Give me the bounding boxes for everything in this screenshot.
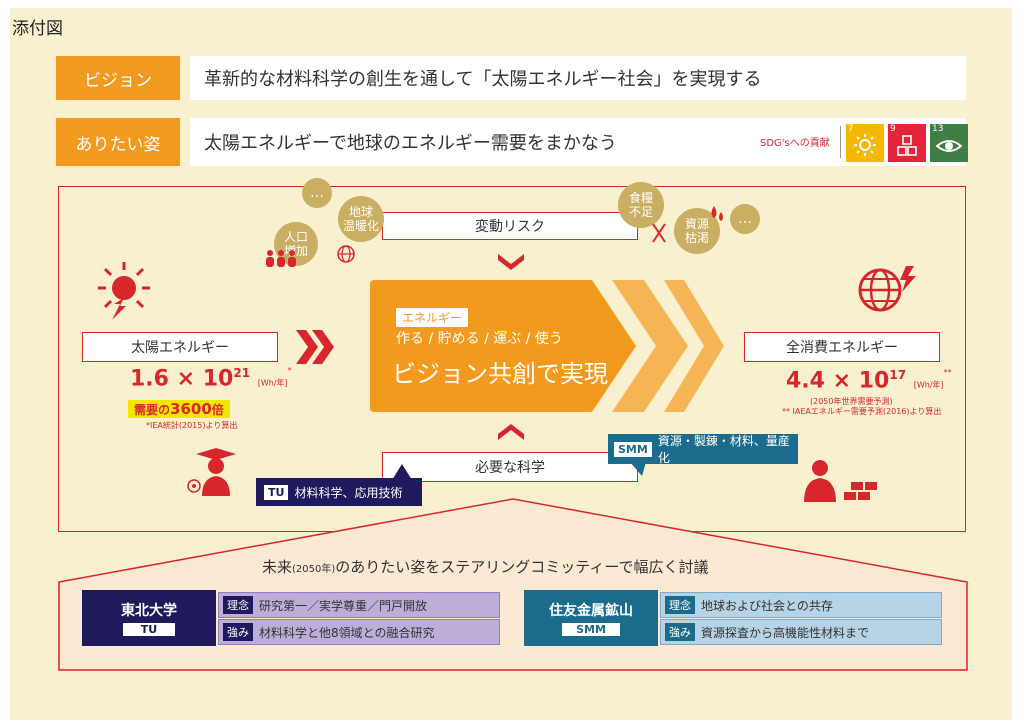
vision-label: ビジョン [56, 56, 180, 100]
bubble-dots-right: … [730, 204, 760, 234]
sdg-goal-9-number: 9 [890, 124, 896, 134]
ideal-text-box: 太陽エネルギーで地球のエネルギー需要をまかなう SDG'sへの貢献 7 9 13 [190, 118, 968, 166]
sumitomo-card: 住友金属鉱山 SMM [524, 590, 658, 646]
tohoku-strength-tag: 強み [223, 623, 253, 641]
ideal-label: ありたい姿 [56, 118, 180, 166]
sumitomo-philosophy-row: 理念 地球および社会との共存 [660, 592, 942, 618]
businessman-gold-icon [804, 460, 877, 502]
center-verbs: 作る / 貯める / 運ぶ / 使う [396, 331, 563, 347]
solar-sun-icon [98, 262, 150, 320]
utensils-icon [652, 223, 666, 243]
sdg-goal-13-number: 13 [932, 124, 944, 134]
sumitomo-strength-text: 資源探査から高機能性材料まで [701, 625, 870, 640]
people-icon [266, 250, 296, 267]
consumption-label: 全消費エネルギー [744, 332, 940, 362]
solar-label: 太陽エネルギー [82, 332, 278, 362]
risk-pill: 変動リスク [382, 212, 638, 240]
tohoku-strength-row: 強み 材料科学と他8領域との融合研究 [218, 619, 500, 645]
consumption-exponent: 17 [889, 368, 907, 382]
chevron-up-icon [498, 424, 524, 440]
sumitomo-strength-tag: 強み [665, 623, 695, 641]
bubble-dots-left: … [302, 178, 332, 208]
solar-value: 1.6 × 10 [130, 366, 234, 392]
ideal-text: 太陽エネルギーで地球のエネルギー需要をまかなう [204, 133, 617, 154]
sumitomo-strength-row: 強み 資源探査から高機能性材料まで [660, 619, 942, 645]
sdg-label: SDG'sへの貢献 [760, 138, 830, 149]
double-arrow-icon [296, 330, 334, 364]
solar-demand: 需要の3600倍 [128, 400, 230, 418]
tohoku-philosophy-row: 理念 研究第一／実学尊重／門戸開放 [218, 592, 500, 618]
consumption-note-forecast: (2050年世界需要予測) [810, 397, 893, 406]
consumption-note-source: ** IAEAエネルギー需要予測(2016)より算出 [782, 407, 942, 416]
center-main-text: ビジョン共創で実現 [392, 360, 608, 388]
chevron-down-icon [498, 254, 524, 270]
drops-icon [711, 206, 723, 221]
cubes-icon [897, 135, 917, 156]
globe-lightning-icon [858, 266, 916, 312]
bubble-food: 食糧 不足 [618, 182, 664, 228]
tu-callout-text: 材料科学、応用技術 [294, 485, 403, 500]
tohoku-strength-text: 材料科学と他8領域との融合研究 [259, 625, 435, 640]
consumption-unit: [Wh/年] [913, 380, 944, 390]
tu-callout-pointer [392, 464, 412, 480]
sun-icon [854, 134, 876, 156]
smm-callout-tag: SMM [614, 441, 652, 457]
future-suffix: のありたい姿をステアリングコミッティーで幅広く討議 [335, 558, 709, 576]
science-pill: 必要な科学 [382, 452, 638, 482]
center-energy-tag: エネルギー [396, 308, 469, 327]
sdg-goal-7: 7 [846, 124, 884, 162]
solar-note: *IEA統計(2015)より算出 [146, 421, 238, 430]
solar-demand-number: 3600 [170, 400, 212, 418]
solar-exponent: 21 [233, 366, 251, 380]
eye-icon [936, 140, 962, 152]
smm-callout: SMM 資源・製錬・材料、量産化 [608, 434, 798, 465]
smm-callout-text: 資源・製錬・材料、量産化 [657, 434, 790, 465]
vision-text: 革新的な材料科学の創生を通して「太陽エネルギー社会」を実現する [190, 56, 966, 100]
solar-unit: [Wh/年] [257, 378, 288, 388]
sdg-goal-13: 13 [930, 124, 968, 162]
figure-page: 添付図 ビジョン 革新的な材料科学の創生を通して「太陽エネルギー社会」を実現する… [10, 8, 1012, 720]
smm-callout-pointer [630, 462, 646, 476]
consumption-value-group: 4.4 × 1017 [Wh/年] ** [786, 368, 952, 393]
consumption-value: 4.4 × 10 [786, 368, 890, 394]
tohoku-philosophy-text: 研究第一／実学尊重／門戸開放 [259, 598, 428, 613]
solar-demand-prefix: 需要の [134, 403, 171, 417]
sdg-goal-7-number: 7 [848, 124, 854, 134]
bubble-warming: 地球 温暖化 [338, 196, 384, 242]
sdg-goal-9: 9 [888, 124, 926, 162]
future-prefix: 未来 [262, 558, 293, 576]
future-heading: 未来(2050年)のありたい姿をステアリングコミッティーで幅広く討議 [262, 556, 708, 577]
solar-star: * [287, 366, 292, 375]
sumitomo-abbr: SMM [562, 623, 620, 636]
solar-value-group: 1.6 × 1021 [Wh/年] * [130, 366, 292, 391]
figure-title: 添付図 [12, 19, 63, 39]
tohoku-name: 東北大学 [121, 603, 177, 619]
sumitomo-philosophy-tag: 理念 [665, 596, 695, 614]
tohoku-abbr: TU [122, 623, 176, 636]
sumitomo-name: 住友金属鉱山 [549, 603, 633, 619]
sumitomo-philosophy-text: 地球および社会との共存 [701, 598, 833, 613]
tohoku-university-card: 東北大学 TU [82, 590, 216, 646]
consumption-star: ** [943, 368, 952, 377]
tohoku-philosophy-tag: 理念 [223, 596, 253, 614]
future-year: (2050年) [292, 564, 336, 575]
solar-demand-suffix: 倍 [211, 403, 224, 417]
professor-icon [187, 448, 236, 496]
tu-callout-tag: TU [264, 484, 289, 500]
sdg-divider [840, 126, 841, 158]
globe-icon [337, 245, 355, 263]
tu-callout: TU 材料科学、応用技術 [256, 478, 422, 506]
